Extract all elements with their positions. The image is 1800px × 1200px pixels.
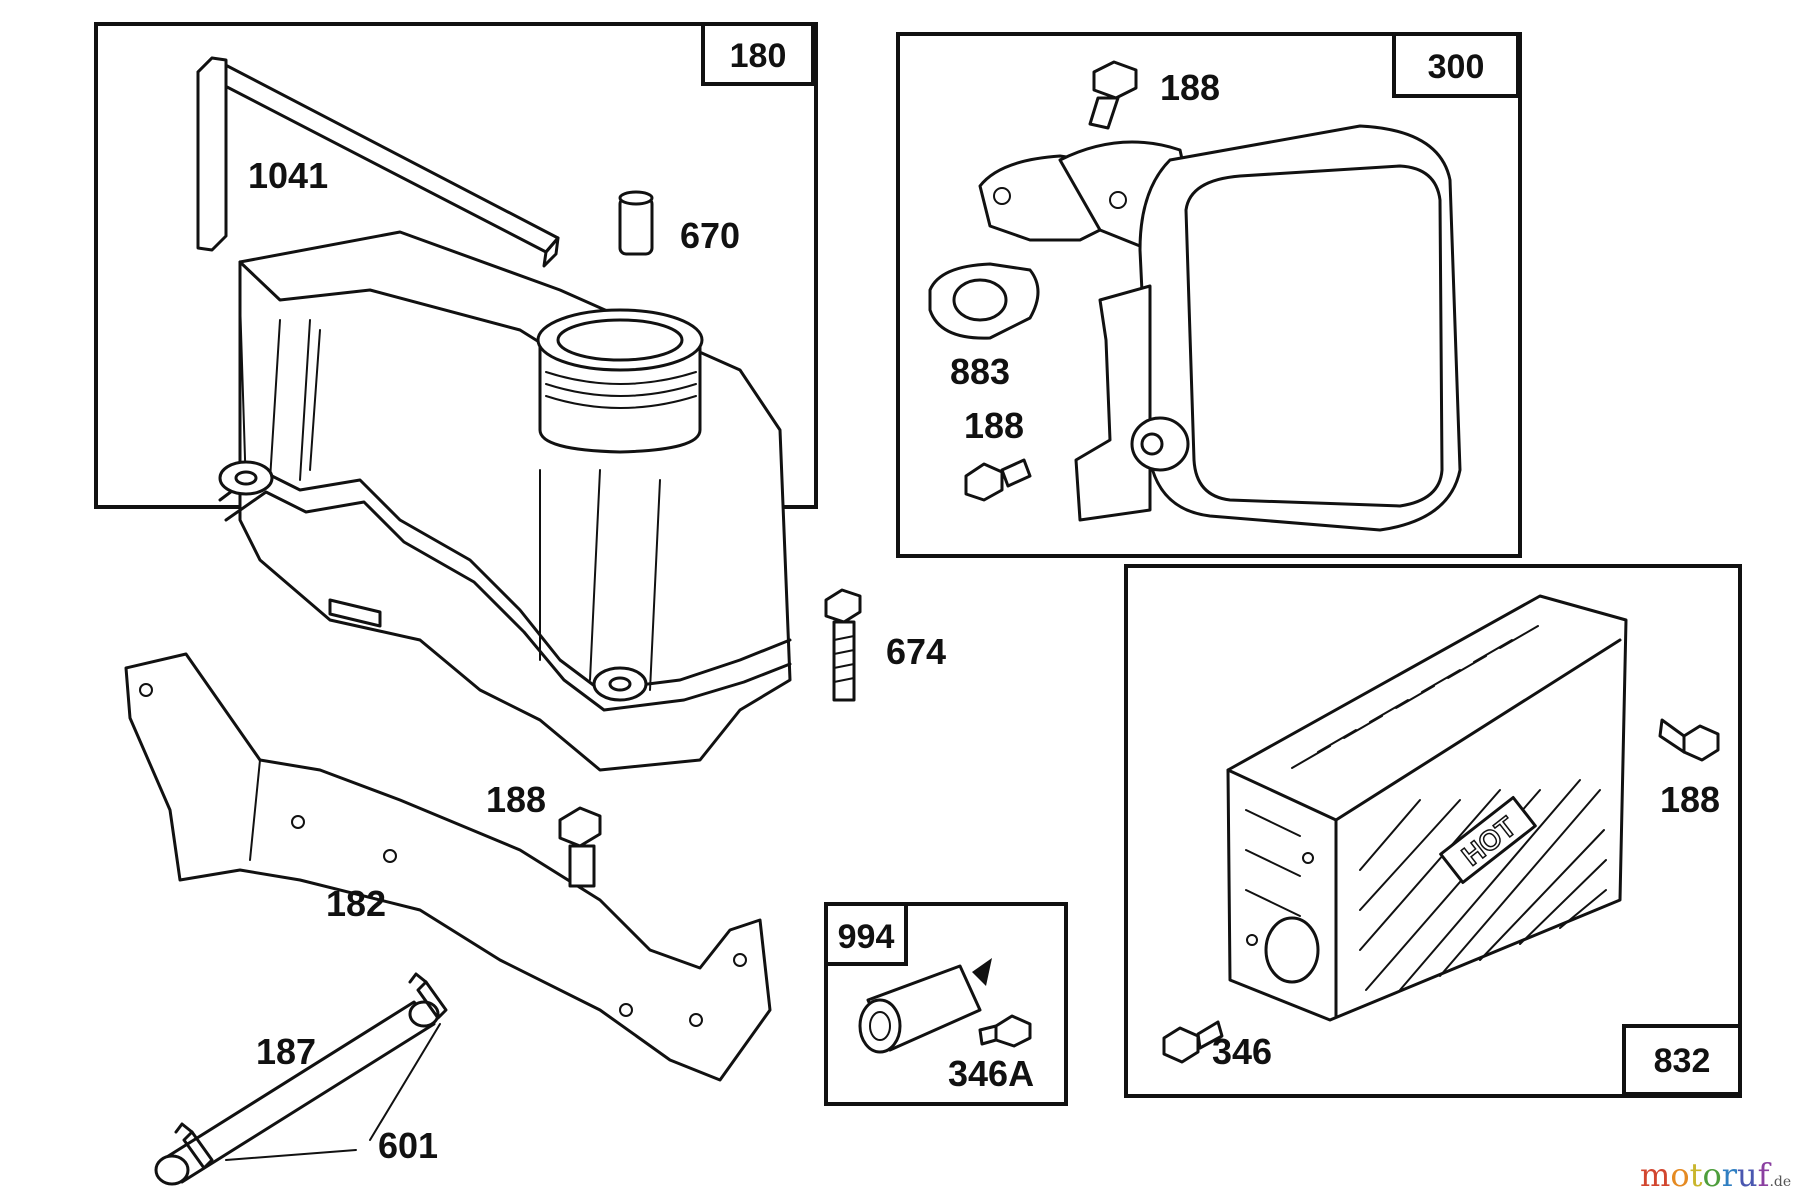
part-label-670: 670 bbox=[680, 215, 740, 256]
muffler-bolt-188-lower bbox=[964, 458, 1032, 502]
part-label-674: 674 bbox=[886, 631, 946, 672]
spark-plug-ground-994 bbox=[858, 958, 992, 1054]
group-180-tag bbox=[701, 22, 815, 86]
spacer-670 bbox=[618, 190, 654, 256]
bolt-188-bracket bbox=[558, 806, 602, 888]
watermark-letter: f bbox=[1758, 1156, 1772, 1194]
part-label-182: 182 bbox=[326, 883, 386, 924]
part-label-188-top: 188 bbox=[1160, 67, 1220, 108]
guard-screw-346 bbox=[1162, 1020, 1224, 1064]
bolt-674 bbox=[824, 588, 862, 702]
group-832-frame bbox=[1124, 564, 1742, 1098]
group-300-label: 300 bbox=[1428, 48, 1485, 86]
watermark-letter: r bbox=[1722, 1156, 1738, 1194]
watermark-letter: u bbox=[1737, 1156, 1758, 1194]
fuel-tank bbox=[218, 230, 792, 772]
group-832: 832 bbox=[1124, 564, 1742, 1098]
watermark-letter: o bbox=[1702, 1156, 1721, 1194]
muffler bbox=[978, 124, 1462, 532]
watermark-letter: o bbox=[1670, 1156, 1689, 1194]
group-300: 300 bbox=[896, 32, 1522, 558]
part-label-188-bracket: 188 bbox=[486, 779, 546, 820]
group-300-frame bbox=[896, 32, 1522, 558]
tank-support-bracket-182 bbox=[124, 652, 772, 1082]
group-180-label: 180 bbox=[730, 37, 787, 75]
group-832-tag bbox=[1622, 1024, 1742, 1096]
screw-346A bbox=[978, 1014, 1032, 1048]
muffler-guard-832: HOT bbox=[1226, 594, 1628, 1022]
group-994: 994 bbox=[824, 902, 1068, 1106]
part-label-883: 883 bbox=[950, 351, 1010, 392]
watermark-suffix: .de bbox=[1769, 1174, 1791, 1190]
part-label-1041: 1041 bbox=[248, 155, 328, 196]
guard-bolt-188 bbox=[1658, 718, 1720, 762]
part-label-346A: 346A bbox=[948, 1053, 1034, 1094]
fuel-tank-bracket-1041 bbox=[196, 56, 560, 268]
group-300-tag bbox=[1392, 32, 1520, 98]
gasket-883 bbox=[928, 262, 1040, 340]
watermark-letter: t bbox=[1690, 1156, 1703, 1194]
muffler-bolt-188-top bbox=[1088, 60, 1138, 130]
hose-clamps-601 bbox=[174, 972, 448, 1170]
part-label-346: 346 bbox=[1212, 1031, 1272, 1072]
part-label-187: 187 bbox=[256, 1031, 316, 1072]
group-832-label: 832 bbox=[1654, 1042, 1711, 1080]
leader-601 bbox=[225, 1023, 441, 1161]
part-label-188-guard: 188 bbox=[1660, 779, 1720, 820]
group-994-tag bbox=[824, 902, 908, 966]
part-label-601: 601 bbox=[378, 1125, 438, 1166]
part-label-188-lower: 188 bbox=[964, 405, 1024, 446]
group-994-label: 994 bbox=[838, 918, 895, 956]
watermark-letter: m bbox=[1640, 1156, 1670, 1194]
watermark-logo: motoruf.de bbox=[1640, 1156, 1791, 1194]
group-994-frame bbox=[824, 902, 1068, 1106]
